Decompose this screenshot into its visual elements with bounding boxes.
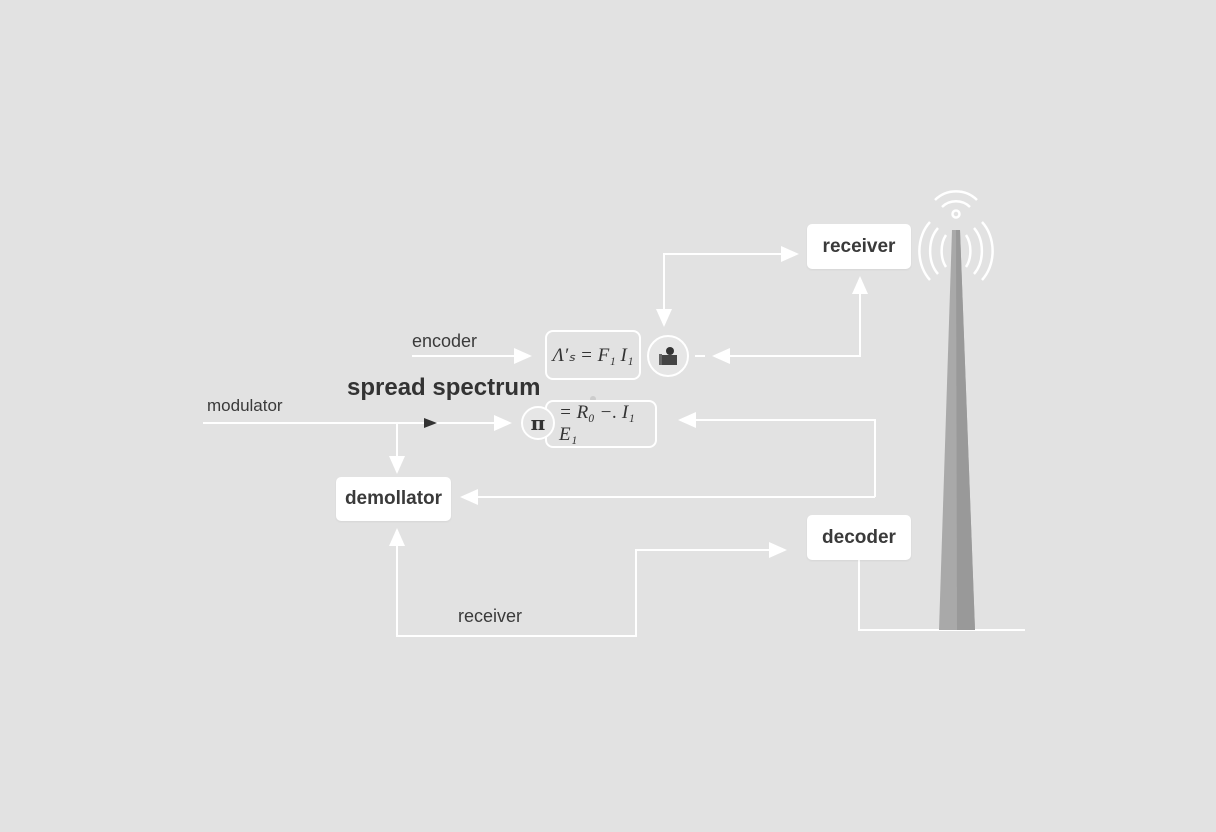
receiver-feed-line: [663, 246, 799, 325]
receiver-loop-line: [389, 528, 785, 637]
formula-box-top: Λ′ₛ = F₁ I₁: [545, 330, 641, 380]
direction-arrow-icon: [424, 418, 437, 428]
spread-spectrum-title: spread spectrum: [347, 374, 541, 401]
receiver-return-line: [712, 280, 861, 364]
decoder-feedback-line: [678, 412, 876, 497]
antenna-tower-icon: [918, 221, 994, 630]
decoder-box[interactable]: decoder: [807, 515, 911, 560]
formula-box-bottom: = R₀ −. I₁ E₁: [545, 400, 657, 448]
person-icon: [647, 335, 689, 377]
modulator-label: modulator: [207, 396, 283, 415]
pi-icon: π: [521, 406, 555, 440]
encoder-label: encoder: [412, 331, 478, 351]
receiver-bottom-label: receiver: [458, 606, 523, 626]
demollator-box[interactable]: demollator: [336, 477, 451, 521]
wifi-signal-icon: [934, 190, 978, 219]
receiver-box[interactable]: receiver: [807, 224, 911, 269]
